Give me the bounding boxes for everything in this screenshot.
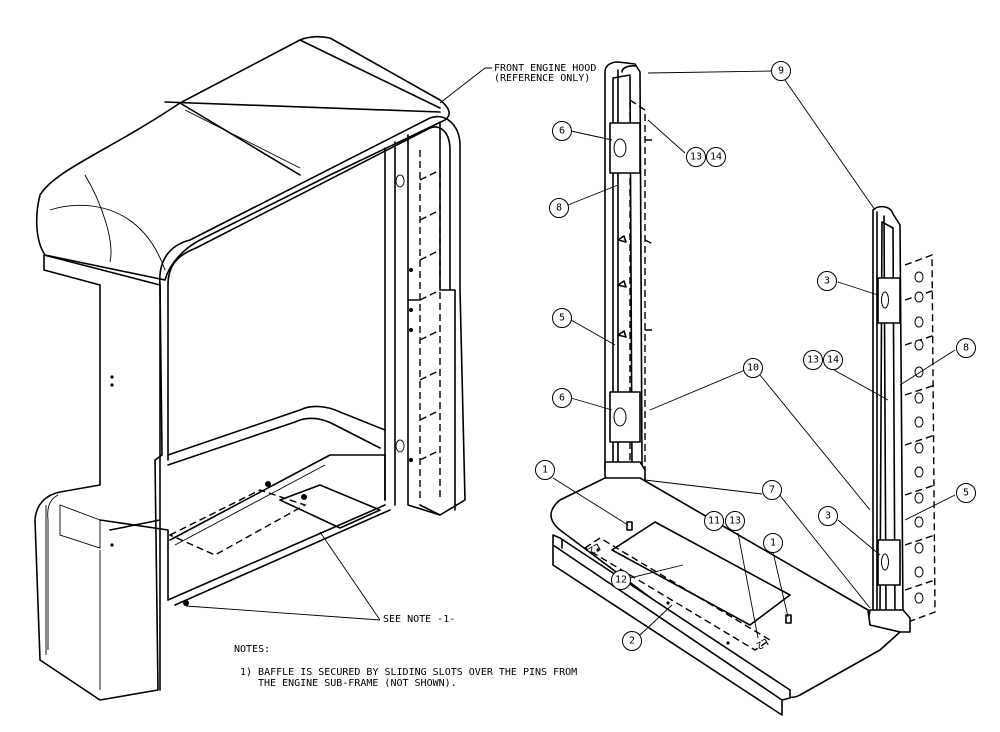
hood-callout: FRONT ENGINE HOOD (REFERENCE ONLY): [439, 63, 596, 104]
balloon-3-upper: 3: [817, 271, 837, 291]
balloon-8-right: 8: [956, 338, 976, 358]
balloon-10: 10: [743, 358, 763, 378]
svg-text:9: 9: [778, 66, 784, 77]
balloon-9: 9: [771, 61, 791, 81]
svg-text:8: 8: [963, 343, 969, 354]
baffle-assembly-view: L2 L2: [550, 61, 936, 716]
svg-text:3: 3: [824, 276, 830, 287]
svg-text:14: 14: [827, 355, 839, 366]
svg-text:1: 1: [770, 538, 776, 549]
balloon-14-upper: 14: [706, 147, 726, 167]
balloon-6-upper: 6: [552, 121, 572, 141]
see-note-label: SEE NOTE -1-: [383, 614, 455, 625]
balloon-11: 11: [704, 511, 724, 531]
hood-front-arch: [159, 115, 466, 516]
balloon-12: 12: [611, 570, 631, 590]
seal-holes: [914, 271, 924, 604]
balloon-13-mid: 13: [725, 511, 745, 531]
balloon-8-left: 8: [549, 198, 569, 218]
svg-text:10: 10: [747, 363, 759, 374]
svg-text:5: 5: [963, 488, 969, 499]
balloon-13-right: 13: [803, 350, 823, 370]
right-baffle-seal-hidden: [904, 253, 936, 623]
balloon-7: 7: [762, 480, 782, 500]
balloon-5-left: 5: [552, 308, 572, 328]
svg-text:13: 13: [807, 355, 819, 366]
svg-text:6: 6: [559, 126, 565, 137]
svg-text:7: 7: [769, 485, 775, 496]
svg-text:12: 12: [615, 575, 627, 586]
balloon-2: 2: [622, 631, 642, 651]
svg-text:14: 14: [710, 152, 722, 163]
balloon-3-lower: 3: [818, 506, 838, 526]
panel-mark-left: L2: [586, 540, 602, 556]
svg-text:1: 1: [542, 465, 548, 476]
see-note-callout: SEE NOTE -1-: [185, 531, 455, 625]
svg-text:2: 2: [629, 636, 635, 647]
note-1-line-2: THE ENGINE SUB-FRAME (NOT SHOWN).: [258, 678, 457, 689]
hood-label-line2: (REFERENCE ONLY): [494, 73, 590, 84]
panel-mark-right: L2: [754, 635, 770, 651]
hood-roof: [35, 35, 450, 281]
svg-text:3: 3: [825, 511, 831, 522]
hood-left-side: [34, 254, 163, 701]
notes-heading: NOTES:: [234, 644, 270, 655]
hood-label-line1: FRONT ENGINE HOOD: [494, 63, 596, 74]
balloon-14-right: 14: [823, 350, 843, 370]
hood-baffle-hidden: [419, 150, 441, 500]
svg-text:5: 5: [559, 313, 565, 324]
balloons: 9 6 13 14 8 5 6 10 1 7 11 13 1 12 2 3 13…: [535, 61, 976, 651]
svg-text:13: 13: [690, 152, 702, 163]
engine-hood-view: [34, 35, 466, 701]
svg-text:13: 13: [729, 516, 741, 527]
svg-text:8: 8: [556, 203, 562, 214]
balloon-1-right: 1: [763, 533, 783, 553]
balloon-1-left: 1: [535, 460, 555, 480]
right-upper-pad: [877, 277, 901, 324]
pin-right: [785, 614, 792, 624]
note-1-line-1: 1) BAFFLE IS SECURED BY SLIDING SLOTS OV…: [240, 667, 577, 678]
notes-block: NOTES: 1) BAFFLE IS SECURED BY SLIDING S…: [234, 644, 577, 689]
baffle-panel: [611, 521, 791, 626]
svg-text:6: 6: [559, 393, 565, 404]
right-lower-pad: [877, 539, 901, 586]
pin-left: [626, 521, 633, 531]
balloon-5-right: 5: [956, 483, 976, 503]
balloon-6-lower: 6: [552, 388, 572, 408]
balloon-leaders: [552, 70, 956, 639]
balloon-13-upper: 13: [686, 147, 706, 167]
svg-text:11: 11: [708, 516, 720, 527]
